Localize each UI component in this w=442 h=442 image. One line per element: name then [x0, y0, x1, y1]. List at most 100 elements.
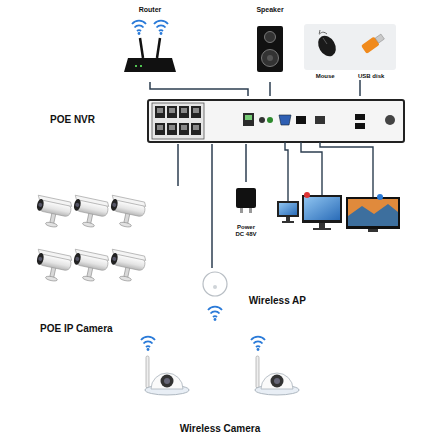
power-node: PowerDC 48V: [222, 182, 270, 238]
nvr-device-part: [167, 106, 177, 118]
nvr-device-part: [179, 123, 189, 135]
wireless-ap-icon: [203, 272, 227, 321]
nvr-device-part: [259, 117, 265, 123]
monitor-icons-part: [368, 229, 378, 232]
node-label: Mouse: [316, 73, 335, 80]
cable-connector: [245, 144, 247, 182]
cable-connector: [177, 144, 179, 186]
nvr-device-part: [243, 113, 254, 126]
router-icon-part: [157, 38, 160, 58]
mouse-usb-icon-part: [315, 32, 340, 59]
speaker-icon-part: [262, 50, 279, 67]
mouse-usb-icon-part: [361, 32, 386, 53]
nvr-device-part: [169, 125, 175, 130]
monitor-icons-part: [286, 217, 290, 221]
monitor-icons-part: [346, 197, 400, 229]
wireless-ap-icon-part: [208, 307, 222, 321]
nvr-device-part: [148, 100, 404, 142]
router-icon-part: [132, 21, 146, 35]
bullet-cameras: [32, 195, 146, 284]
wireless-cameras-part: [145, 356, 189, 395]
nvr-device-part: [169, 108, 175, 113]
nvr-node: POE NVR: [44, 96, 406, 144]
nvr-device-part: [152, 103, 204, 139]
monitor-icons-part: [302, 195, 342, 223]
bullet-cameras-part: [69, 195, 109, 230]
nvr-device-part: [157, 125, 163, 130]
display-wires-part: [320, 142, 373, 197]
display-wires: [285, 142, 373, 201]
nvr-device-part: [315, 116, 325, 124]
node-label: Wireless AP: [249, 295, 306, 307]
wireless-ap-node: Wireless AP: [200, 268, 310, 334]
node-label: POE IP Camera: [40, 323, 113, 335]
monitor-icons-part: [282, 221, 294, 223]
mouse-usb-node: Mouse USB disk: [304, 24, 396, 80]
wireless-ap-icon-part: [203, 272, 227, 296]
power-adapter-part: [236, 188, 256, 208]
wireless-cameras-part: [141, 337, 155, 351]
mouse-usb-icon-part: [319, 30, 327, 34]
nvr-device: [148, 100, 404, 142]
nvr-device-part: [181, 108, 187, 113]
router-icon-part: [140, 65, 142, 67]
power-adapter: [236, 188, 256, 213]
node-label: Speaker: [256, 6, 283, 14]
nvr-device-part: [355, 123, 365, 129]
bullet-cameras-part: [32, 195, 72, 230]
router-icon-part: [140, 38, 143, 58]
speaker-icon: [257, 26, 283, 72]
speaker-icon-part: [257, 26, 283, 72]
speaker-node: Speaker: [240, 6, 300, 82]
router-node: Router: [118, 6, 182, 82]
nvr-device-part: [193, 125, 199, 130]
nvr-device-part: [191, 123, 201, 135]
monitor-icons: [277, 192, 400, 232]
nvr-device-part: [355, 114, 365, 120]
mouse-usb-icon-part-part: [375, 34, 384, 43]
cable-connector: [269, 82, 271, 96]
nvr-device-part: [157, 108, 163, 113]
bullet-cameras-part: [32, 249, 72, 284]
monitor-icons-part: [348, 199, 398, 226]
node-label: DC 48V: [235, 231, 256, 238]
nvr-device-part: [191, 106, 201, 118]
nvr-device-part: [167, 123, 177, 135]
router-icon-part: [135, 65, 137, 67]
nvr-device-part: [267, 117, 273, 123]
display-wires-part: [301, 142, 322, 195]
monitor-icons-part: [279, 203, 297, 215]
monitor-icons-part: [304, 197, 340, 220]
poe-camera-node: POE IP Camera: [28, 186, 200, 338]
node-label: Wireless Camera: [180, 423, 261, 435]
router-icon-part: [154, 21, 168, 35]
display-wires-part: [285, 142, 288, 201]
node-label: Power: [237, 224, 255, 231]
wireless-cameras-part: [255, 356, 299, 395]
monitor-icons-part: [313, 228, 331, 230]
monitor-icons-part: [319, 223, 325, 228]
node-label: Router: [139, 6, 162, 14]
wireless-cameras: [141, 337, 299, 395]
router-icon-part: [124, 58, 176, 72]
monitor-icons-part: [304, 192, 310, 198]
mouse-usb-icon-part: [304, 24, 396, 70]
cable-connector: [359, 80, 361, 96]
nvr-device-part: [193, 108, 199, 113]
monitor-icons-part: [377, 194, 383, 200]
nvr-device-part: [179, 106, 189, 118]
wireless-camera-node: Wireless Camera: [120, 338, 320, 436]
monitor-icons-part: [348, 204, 398, 226]
nvr-device-part: [279, 115, 291, 125]
node-label: POE NVR: [50, 114, 95, 126]
node-label: USB disk: [358, 73, 384, 80]
mouse-usb-icon-part: [323, 38, 327, 44]
speaker-icon-part: [267, 55, 273, 61]
bullet-cameras-part: [69, 249, 109, 284]
nvr-device-part: [155, 106, 165, 118]
mouse-usb-icon: [304, 24, 396, 70]
speaker-icon-part: [265, 32, 276, 43]
